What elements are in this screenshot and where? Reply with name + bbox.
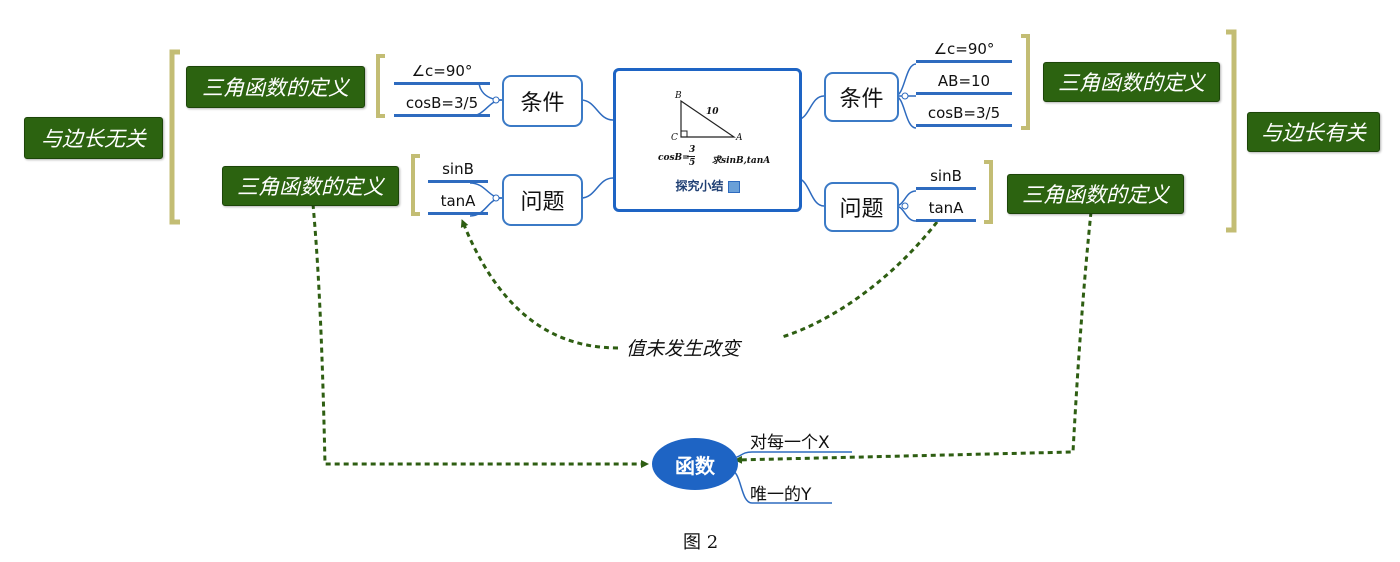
right-condition-item-1: ∠c=90°	[916, 40, 1012, 63]
left-condition-item-2: cosB=3/5	[394, 94, 490, 117]
center-caption-text: 探究小结	[675, 179, 724, 193]
left-lower-definition[interactable]: 三角函数的定义	[222, 166, 399, 206]
right-question-item-2: tanA	[916, 199, 976, 222]
value-unchanged-label[interactable]: 值未发生改变	[626, 338, 741, 360]
figure-caption: 图 2	[683, 532, 719, 553]
left-condition-item-1: ∠c=90°	[394, 62, 490, 85]
formula-left: cosB=	[658, 153, 690, 163]
center-node[interactable]: B C A 10 cosB= 3 5 求sinB,tanA 探究小结	[613, 68, 802, 212]
left-outer-bracket	[169, 49, 180, 225]
formula-right: 求sinB,tanA	[712, 156, 771, 166]
dashed-arc-value	[462, 220, 939, 350]
left-upper-definition[interactable]: 三角函数的定义	[186, 66, 365, 108]
right-upper-definition[interactable]: 三角函数的定义	[1043, 62, 1220, 102]
left-question-item-2: tanA	[428, 192, 488, 215]
left-question-bracket	[411, 154, 420, 216]
dashed-right-to-function	[734, 211, 1093, 464]
left-condition-bracket	[376, 54, 385, 118]
left-condition-box[interactable]: 条件	[502, 75, 583, 127]
right-condition-item-3: cosB=3/5	[916, 104, 1012, 127]
right-question-item-1: sinB	[916, 167, 976, 190]
right-condition-bracket	[1021, 34, 1030, 130]
note-icon[interactable]	[727, 180, 740, 193]
dashed-left-to-function	[311, 203, 649, 468]
fraction-bar	[687, 156, 695, 157]
right-question-box[interactable]: 问题	[824, 182, 899, 232]
right-condition-item-2: AB=10	[916, 72, 1012, 95]
function-item-1: 对每一个X	[750, 433, 830, 453]
vertex-c-label: C	[671, 133, 678, 143]
formula-denominator: 5	[689, 158, 696, 168]
right-lower-definition[interactable]: 三角函数的定义	[1007, 174, 1184, 214]
function-node[interactable]: 函数	[652, 438, 738, 490]
right-condition-box[interactable]: 条件	[824, 72, 899, 122]
hypotenuse-label: 10	[706, 107, 719, 117]
right-outer-label[interactable]: 与边长有关	[1247, 112, 1380, 152]
center-formula: cosB= 3 5 求sinB,tanA	[658, 145, 788, 169]
formula-numerator: 3	[689, 145, 696, 155]
right-question-bracket	[984, 160, 993, 224]
vertex-a-label: A	[736, 133, 743, 143]
vertex-b-label: B	[675, 91, 682, 101]
left-outer-label[interactable]: 与边长无关	[24, 117, 163, 159]
left-question-box[interactable]: 问题	[502, 174, 583, 226]
function-item-2: 唯一的Y	[750, 485, 812, 505]
center-caption: 探究小结	[616, 177, 799, 194]
right-triangle-figure	[680, 99, 736, 138]
right-outer-bracket	[1226, 29, 1237, 233]
left-question-item-1: sinB	[428, 160, 488, 183]
